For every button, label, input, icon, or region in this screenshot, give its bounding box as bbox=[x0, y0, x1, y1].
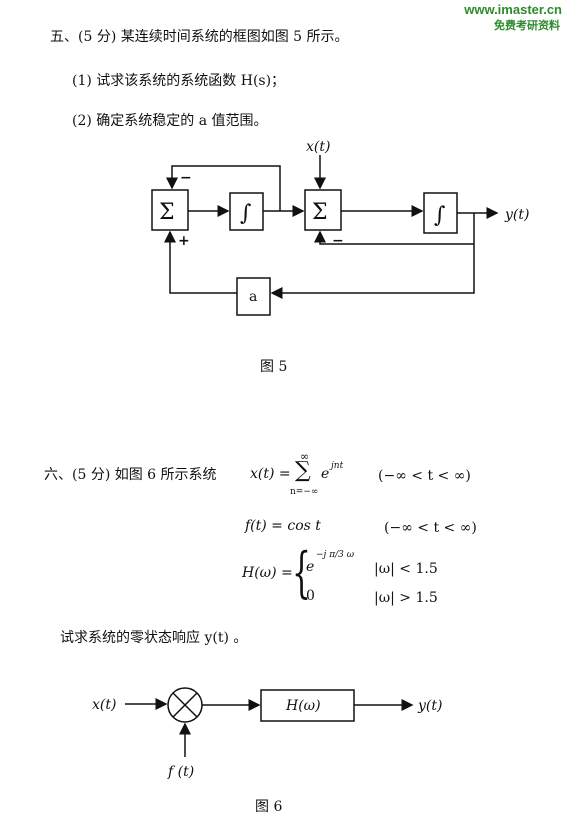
sum-symbol-1: Σ bbox=[159, 200, 175, 225]
q6-h-brace: { bbox=[292, 541, 311, 604]
fig5-caption: 图 5 bbox=[260, 359, 288, 375]
sum-symbol-2: Σ bbox=[312, 200, 328, 225]
fig6-filter-label: H(ω) bbox=[285, 698, 321, 714]
q6-h-case1-cond: |ω| < 1.5 bbox=[374, 561, 438, 577]
q6-h-case2-expr: 0 bbox=[306, 588, 315, 604]
q5-part1: (1) 试求该系统的系统函数 H(s)； bbox=[72, 73, 286, 89]
integral-symbol-1: ∫ bbox=[240, 201, 252, 226]
q6-heading: 六、(5 分) 如图 6 所示系统 bbox=[44, 467, 217, 483]
q6-h-case2-cond: |ω| > 1.5 bbox=[374, 590, 438, 606]
q6-h-case1-expr: e bbox=[306, 559, 315, 575]
fig6-caption: 图 6 bbox=[255, 799, 283, 815]
q6-f-def: f(t) = cos t bbox=[245, 518, 321, 534]
fig6-input-label: x(t) bbox=[92, 697, 116, 713]
q6-h-lhs: H(ω) = bbox=[242, 565, 293, 581]
input-label-x: x(t) bbox=[306, 139, 330, 155]
q5-heading: 五、(5 分) 某连续时间系统的框图如图 5 所示。 bbox=[50, 29, 349, 45]
gain-block-a bbox=[236, 277, 271, 316]
q6-h-case1-exp: −j π/3 ω bbox=[316, 550, 355, 560]
sign-minus-sum2: − bbox=[332, 233, 344, 249]
q6-question: 试求系统的零状态响应 y(t) 。 bbox=[60, 630, 248, 646]
q6-x-exp: jnt bbox=[331, 461, 344, 471]
fig6-carrier-label: f (t) bbox=[167, 764, 194, 780]
q6-x-term: e bbox=[321, 466, 330, 482]
q5-part2: (2) 确定系统稳定的 a 值范围。 bbox=[72, 113, 268, 129]
q6-f-range: (−∞ < t < ∞) bbox=[384, 520, 477, 536]
q6-sum-bottom: n=−∞ bbox=[290, 487, 319, 497]
q6-sum-top: ∞ bbox=[300, 450, 310, 463]
q6-x-def-lhs: x(t) = bbox=[250, 466, 291, 482]
sign-minus-sum1: − bbox=[180, 170, 192, 186]
fig6-output-label: y(t) bbox=[417, 698, 442, 714]
sum-block-1 bbox=[151, 189, 189, 231]
output-label-y: y(t) bbox=[504, 207, 529, 223]
sum-block-2 bbox=[304, 189, 342, 231]
watermark-slogan: 免费考研资料 bbox=[494, 20, 560, 32]
gain-label: a bbox=[249, 289, 257, 305]
q6-x-range: (−∞ < t < ∞) bbox=[378, 468, 471, 484]
q6-sum-sign: ∑ bbox=[295, 458, 311, 483]
sign-plus-sum1: + bbox=[178, 233, 190, 249]
watermark-site[interactable]: www.imaster.cn bbox=[464, 2, 562, 17]
integral-symbol-2: ∫ bbox=[434, 203, 446, 228]
